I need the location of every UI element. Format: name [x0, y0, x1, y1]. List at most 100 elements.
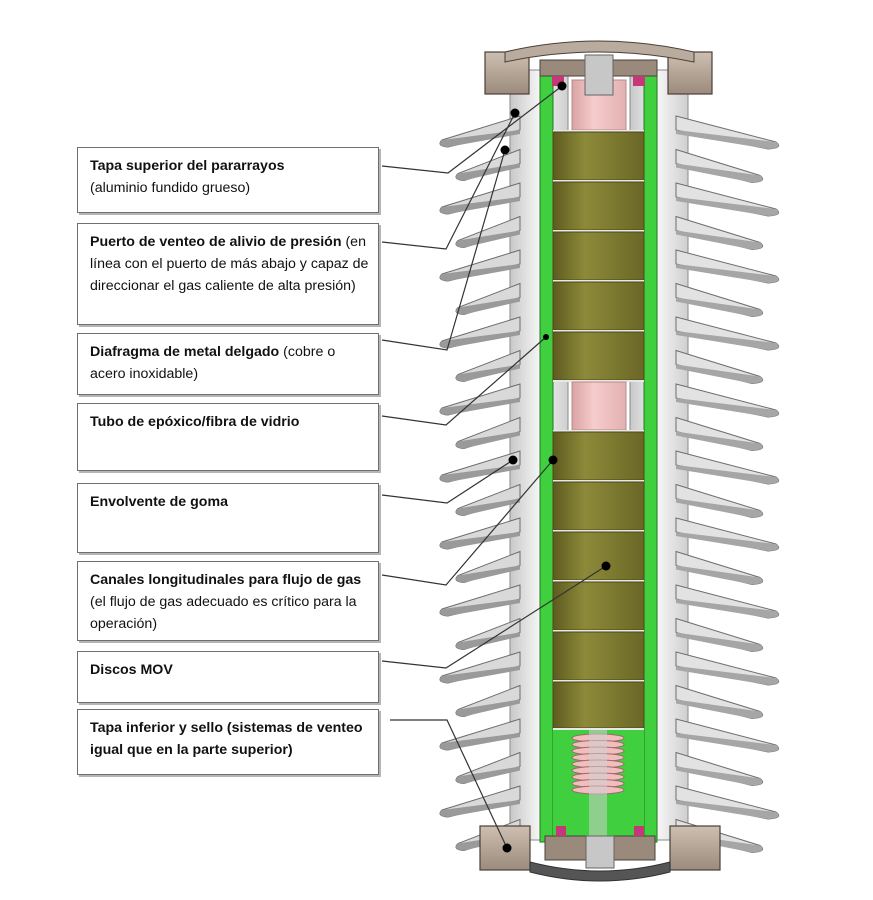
label-envolvente-title: Envolvente de goma	[90, 494, 228, 510]
label-tapa-inferior-title: Tapa inferior y sello (sistemas de vente…	[90, 720, 363, 758]
label-puerto-venteo-detail: (en línea con el puerto de más abajo y c…	[90, 234, 369, 294]
leader-envolvente	[381, 459, 514, 504]
leader-dots	[500, 81, 611, 853]
shed-right-shadow	[676, 230, 763, 250]
label-puerto-venteo: Puerto de venteo de alivio de presión (e…	[77, 223, 379, 325]
mov-disc	[552, 581, 645, 631]
label-diafragma: Diafragma de metal delgado (cobre o acer…	[77, 333, 379, 395]
shed-left-shadow	[456, 297, 520, 315]
mov-disc	[552, 531, 645, 581]
label-discos-title: Discos MOV	[90, 662, 173, 678]
mov-disc	[552, 281, 645, 331]
disc-separator	[553, 380, 644, 382]
shed-left-shadow	[440, 465, 520, 482]
shed-right-shadow	[676, 599, 779, 618]
leader-diafragma	[381, 149, 506, 351]
shed-right-shadow	[676, 565, 763, 585]
right-sheds	[675, 115, 780, 854]
mov-disc	[552, 631, 645, 681]
mov-disc	[552, 331, 645, 381]
label-diafragma-detail: (cobre o acero inoxidable)	[90, 344, 336, 382]
shed-right-shadow	[676, 733, 779, 752]
shed-right-shadow	[676, 264, 779, 283]
leader-canales	[381, 459, 554, 586]
label-tubo-title: Tubo de epóxico/fibra de vidrio	[90, 414, 300, 430]
shed-left-shadow	[456, 565, 520, 583]
shed-left-shadow	[440, 197, 520, 214]
leader-tapa-inferior	[390, 719, 508, 849]
spacer-block	[571, 381, 627, 431]
shed-left-shadow	[456, 163, 520, 181]
label-canales: Canales longitudinales para flujo de gas…	[77, 561, 379, 641]
shed-left-shadow	[440, 130, 520, 147]
disc-separator	[553, 330, 644, 332]
shed-left-shadow	[440, 733, 520, 750]
label-envolvente: Envolvente de goma	[77, 483, 379, 553]
leader-tapa-superior	[381, 85, 563, 174]
shed-left-shadow	[440, 599, 520, 616]
shed-right-shadow	[676, 498, 763, 518]
mov-column	[552, 79, 645, 838]
shed-left-shadow	[440, 398, 520, 415]
bottom-end-cap	[479, 825, 721, 882]
disc-separator	[553, 530, 644, 532]
label-canales-title: Canales longitudinales para flujo de gas	[90, 572, 362, 588]
shed-left-shadow	[440, 666, 520, 683]
shed-right-shadow	[676, 465, 779, 484]
mov-disc	[552, 131, 645, 181]
disc-separator	[553, 180, 644, 182]
shed-right-shadow	[676, 197, 779, 216]
mov-disc	[552, 481, 645, 531]
disc-separator	[553, 430, 644, 432]
shed-right-shadow	[676, 130, 779, 149]
mov-disc	[552, 231, 645, 281]
disc-separator	[553, 680, 644, 682]
disc-separator	[553, 130, 644, 132]
spring-rod	[589, 730, 607, 838]
disc-separator	[553, 230, 644, 232]
shed-right-shadow	[676, 699, 763, 719]
label-tubo: Tubo de epóxico/fibra de vidrio	[77, 403, 379, 471]
shed-left-shadow	[456, 498, 520, 516]
shed-right-shadow	[676, 532, 779, 551]
disc-separator	[553, 580, 644, 582]
label-tapa-superior-detail: (aluminio fundido grueso)	[90, 180, 251, 196]
label-discos: Discos MOV	[77, 651, 379, 703]
shed-right-shadow	[676, 800, 779, 819]
mov-disc	[552, 681, 645, 729]
leader-tubo	[381, 336, 547, 426]
shed-left-shadow	[456, 230, 520, 248]
shed-right-shadow	[676, 666, 779, 685]
shed-right-shadow	[676, 766, 763, 786]
label-diafragma-title: Diafragma de metal delgado	[90, 344, 280, 360]
shed-left-shadow	[456, 431, 520, 449]
top-end-cap	[484, 40, 713, 96]
label-tapa-superior-title: Tapa superior del pararrayos	[90, 158, 285, 174]
disc-separator	[553, 630, 644, 632]
disc-separator	[553, 480, 644, 482]
shed-right-shadow	[676, 163, 763, 183]
label-puerto-venteo-title: Puerto de venteo de alivio de presión	[90, 234, 342, 250]
mov-disc	[552, 181, 645, 231]
shed-left-shadow	[440, 532, 520, 549]
disc-separator	[553, 728, 644, 730]
leader-puerto-venteo	[381, 112, 516, 250]
shed-left-shadow	[440, 331, 520, 348]
label-tapa-superior: Tapa superior del pararrayos (aluminio f…	[77, 147, 379, 213]
shed-right-shadow	[676, 632, 763, 652]
leader-lines	[381, 85, 607, 849]
shed-left-shadow	[440, 264, 520, 281]
leader-discos	[381, 565, 607, 669]
mov-disc	[552, 431, 645, 481]
label-canales-detail: (el flujo de gas adecuado es crítico par…	[90, 594, 357, 632]
left-sheds	[439, 115, 521, 852]
shed-left-shadow	[440, 800, 520, 817]
disc-separator	[553, 280, 644, 282]
shed-left-shadow	[456, 766, 520, 784]
shed-right-shadow	[676, 331, 779, 350]
shed-right-shadow	[676, 364, 763, 384]
shed-right-shadow	[676, 398, 779, 417]
shed-right-shadow	[676, 297, 763, 317]
